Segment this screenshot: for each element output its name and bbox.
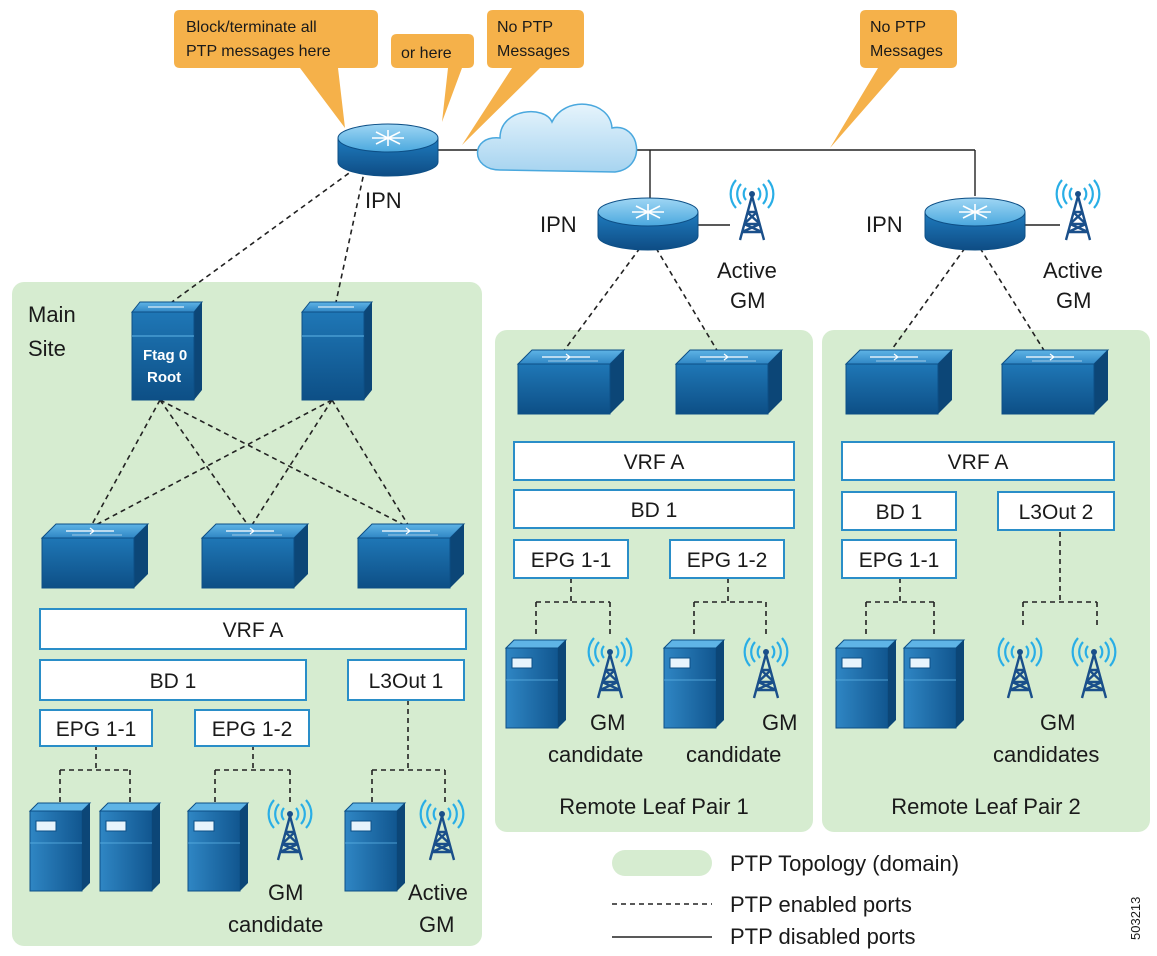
wan-links	[438, 149, 1060, 226]
main-site-title-line1: Main	[28, 302, 76, 327]
remote2-gm-line2: candidates	[993, 742, 1099, 767]
wan-cloud	[476, 103, 638, 173]
remote2-active-gm-line2: GM	[1056, 288, 1091, 313]
main-vrf-label: VRF A	[223, 619, 284, 642]
main-ipn-label: IPN	[365, 188, 402, 213]
remote1-ipn-router	[597, 197, 699, 251]
main-active-gm-line2: GM	[419, 912, 454, 937]
remote2-title: Remote Leaf Pair 2	[891, 794, 1081, 819]
remote2-ipn-router	[924, 197, 1026, 251]
remote1-epg2-label: EPG 1-2	[687, 549, 768, 572]
remote2-server-1	[835, 639, 897, 729]
callout-no-ptp-2-line1: No PTP	[870, 19, 926, 36]
remote1-leaf-switch-1	[517, 349, 625, 415]
callout-no-ptp-2: No PTP Messages	[830, 10, 957, 148]
spine-switch	[301, 301, 373, 401]
spine-label-line2: Root	[147, 369, 181, 386]
remote2-epg1-box	[841, 539, 957, 579]
remote2-ptp-links	[865, 247, 1098, 638]
callout-block-line2: PTP messages here	[186, 43, 331, 60]
callout-block-line1: Block/terminate all	[186, 19, 317, 36]
remote2-active-gm-line1: Active	[1043, 258, 1103, 283]
remote2-l3out-box	[997, 491, 1115, 531]
callout-no-ptp-1-line1: No PTP	[497, 19, 553, 36]
main-server-3	[187, 802, 249, 892]
remote1-gm2-line1: GM	[762, 710, 797, 735]
remote1-bd-label: BD 1	[631, 499, 678, 522]
remote1-active-gm-tower-icon	[729, 178, 775, 242]
callout-no-ptp-1: No PTP Messages	[462, 10, 584, 145]
remote2-leaf-switch-2	[1001, 349, 1109, 415]
callout-no-ptp-2-line2: Messages	[870, 43, 943, 60]
callout-or-here: or here	[391, 34, 474, 122]
remote1-gm1-line1: GM	[590, 710, 625, 735]
remote2-vrf-label: VRF A	[948, 451, 1009, 474]
main-epg2-box	[194, 709, 310, 747]
remote1-bd-box	[513, 489, 795, 529]
main-ipn-router	[337, 123, 439, 177]
main-l3out-box	[347, 659, 465, 701]
remote1-vrf-label: VRF A	[624, 451, 685, 474]
main-leaf-switch-1	[41, 523, 149, 589]
legend-enabled-label: PTP enabled ports	[730, 892, 912, 917]
remote1-vrf-box	[513, 441, 795, 481]
remote1-epg1-box	[513, 539, 629, 579]
remote2-leaf-switch-1	[845, 349, 953, 415]
main-server-4	[344, 802, 406, 892]
main-leaf-switch-2	[201, 523, 309, 589]
remote1-active-gm-line2: GM	[730, 288, 765, 313]
remote1-ipn-label: IPN	[540, 212, 577, 237]
remote1-title: Remote Leaf Pair 1	[559, 794, 749, 819]
legend-disabled-label: PTP disabled ports	[730, 924, 915, 949]
callout-no-ptp-1-line2: Messages	[497, 43, 570, 60]
remote2-active-gm-tower-icon	[1055, 178, 1101, 242]
remote1-active-gm-line1: Active	[717, 258, 777, 283]
spine-label-line1: Ftag 0	[143, 347, 187, 364]
main-leaf-switch-3	[357, 523, 465, 589]
remote1-ptp-links	[535, 247, 767, 638]
main-vrf-box	[39, 608, 467, 650]
remote2-vrf-box	[841, 441, 1115, 481]
remote1-epg2-box	[669, 539, 785, 579]
legend-domain-label: PTP Topology (domain)	[730, 851, 959, 876]
callout-block-terminate: Block/terminate all PTP messages here	[174, 10, 378, 128]
remote2-l3out-label: L3Out 2	[1019, 501, 1094, 524]
remote2-bd-box	[841, 491, 957, 531]
remote2-epg1-label: EPG 1-1	[859, 549, 940, 572]
remote1-server-1	[505, 639, 567, 729]
figure-id: 503213	[1128, 897, 1143, 940]
remote1-gm1-line2: candidate	[548, 742, 643, 767]
main-bd-label: BD 1	[150, 670, 197, 693]
legend-domain-swatch	[612, 850, 712, 876]
main-bd-box	[39, 659, 307, 701]
remote1-gm2-line2: candidate	[686, 742, 781, 767]
main-epg1-label: EPG 1-1	[56, 718, 137, 741]
remote2-ipn-label: IPN	[866, 212, 903, 237]
main-gm-candidate-line1: GM	[268, 880, 303, 905]
main-site-title-line2: Site	[28, 336, 66, 361]
remote1-leaf-switch-2	[675, 349, 783, 415]
remote2-gm-line1: GM	[1040, 710, 1075, 735]
main-active-gm-line1: Active	[408, 880, 468, 905]
main-server-2	[99, 802, 161, 892]
remote2-bd-label: BD 1	[876, 501, 923, 524]
main-l3out-label: L3Out 1	[369, 670, 444, 693]
main-site-ptp-links	[59, 167, 446, 805]
main-epg1-box	[39, 709, 153, 747]
main-epg2-label: EPG 1-2	[212, 718, 293, 741]
main-gm-candidate-line2: candidate	[228, 912, 323, 937]
legend: PTP Topology (domain) PTP enabled ports …	[612, 850, 959, 949]
remote2-server-2	[903, 639, 965, 729]
remote1-server-2	[663, 639, 725, 729]
remote1-epg1-label: EPG 1-1	[531, 549, 612, 572]
callout-or-here-label: or here	[401, 45, 452, 62]
main-server-1	[29, 802, 91, 892]
